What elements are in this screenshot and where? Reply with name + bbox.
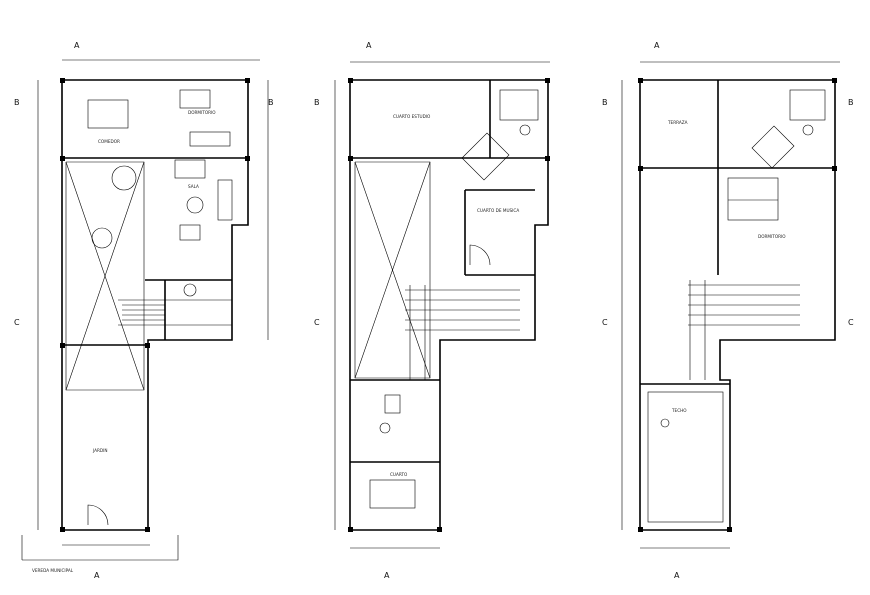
first-floor-plan: CUARTO ESTUDIO CUARTO DE MUSICA CUARTO A… [314, 41, 550, 580]
label-street: VEREDA MUNICIPAL [32, 568, 74, 573]
axis-c-left-1: C [14, 318, 20, 327]
label-room-kitchen: DORMITORIO [188, 110, 216, 115]
second-floor-plan: TERRAZA DORMITORIO TECHO A A B C B C [602, 41, 854, 580]
label-jardin: JARDIN [92, 448, 108, 453]
axis-a-bottom-2: A [384, 571, 390, 580]
axis-a-top-1: A [74, 41, 80, 50]
axis-b-right-1: B [268, 98, 274, 107]
axis-b-left-3: B [602, 98, 608, 107]
stair-ground [122, 304, 165, 321]
axis-b-right-3: B [848, 98, 854, 107]
axis-c-left-2: C [314, 318, 320, 327]
label-techo: TECHO [671, 408, 687, 413]
label-sala: SALA [188, 184, 199, 189]
axis-b-left-1: B [14, 98, 20, 107]
axis-b-left-2: B [314, 98, 320, 107]
label-cuarto: CUARTO [390, 472, 408, 477]
label-comedor: COMEDOR [98, 139, 120, 144]
label-dormitorio: DORMITORIO [758, 234, 786, 239]
axis-a-bottom-3: A [674, 571, 680, 580]
stair-second [688, 280, 800, 380]
label-musica: CUARTO DE MUSICA [477, 208, 519, 213]
axis-c-left-3: C [602, 318, 608, 327]
label-terraza: TERRAZA [667, 120, 688, 125]
axis-a-bottom-1: A [94, 571, 100, 580]
ground-floor-plan: COMEDOR DORMITORIO SALA JARDIN VEREDA MU… [14, 41, 274, 580]
stair-first [405, 285, 520, 380]
axis-a-top-2: A [366, 41, 372, 50]
label-estudio: CUARTO ESTUDIO [393, 114, 431, 119]
axis-c-right-3: C [848, 318, 854, 327]
axis-a-top-3: A [654, 41, 660, 50]
